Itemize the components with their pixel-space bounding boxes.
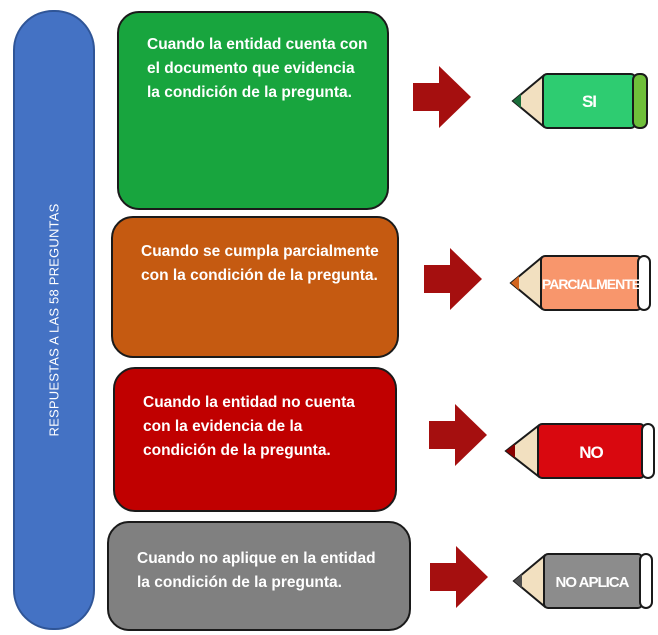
- pencil-badge-no: NO: [504, 423, 655, 479]
- description-box-no: Cuando la entidad no cuenta con la evide…: [113, 367, 397, 512]
- description-text-si: Cuando la entidad cuenta con el document…: [147, 36, 368, 101]
- arrow-right-icon: [424, 248, 482, 310]
- description-box-no-aplica: Cuando no aplique en la entidad la condi…: [107, 521, 411, 631]
- side-category-bar: RESPUESTAS A LAS 58 PREGUNTAS: [13, 10, 95, 630]
- side-category-label: RESPUESTAS A LAS 58 PREGUNTAS: [46, 203, 62, 437]
- arrow-right-icon: [413, 66, 471, 128]
- answer-label-parcialmente: PARCIALMENTE: [542, 276, 641, 292]
- description-box-si: Cuando la entidad cuenta con el document…: [117, 11, 389, 210]
- description-box-parcialmente: Cuando se cumpla parcialmente con la con…: [111, 216, 399, 358]
- pencil-badge-parcialmente: PARCIALMENTE: [509, 255, 651, 311]
- description-text-no-aplica: Cuando no aplique en la entidad la condi…: [137, 550, 376, 591]
- pencil-badge-si: SI: [511, 73, 648, 129]
- pencil-badge-no-aplica: NO APLICA: [512, 553, 653, 609]
- description-text-parcialmente: Cuando se cumpla parcialmente con la con…: [141, 243, 379, 284]
- answer-label-si: SI: [582, 92, 596, 111]
- description-text-no: Cuando la entidad no cuenta con la evide…: [143, 394, 355, 459]
- answer-label-no: NO: [579, 443, 603, 462]
- answer-label-no-aplica: NO APLICA: [556, 574, 630, 591]
- arrow-right-icon: [430, 546, 488, 608]
- arrow-right-icon: [429, 404, 487, 466]
